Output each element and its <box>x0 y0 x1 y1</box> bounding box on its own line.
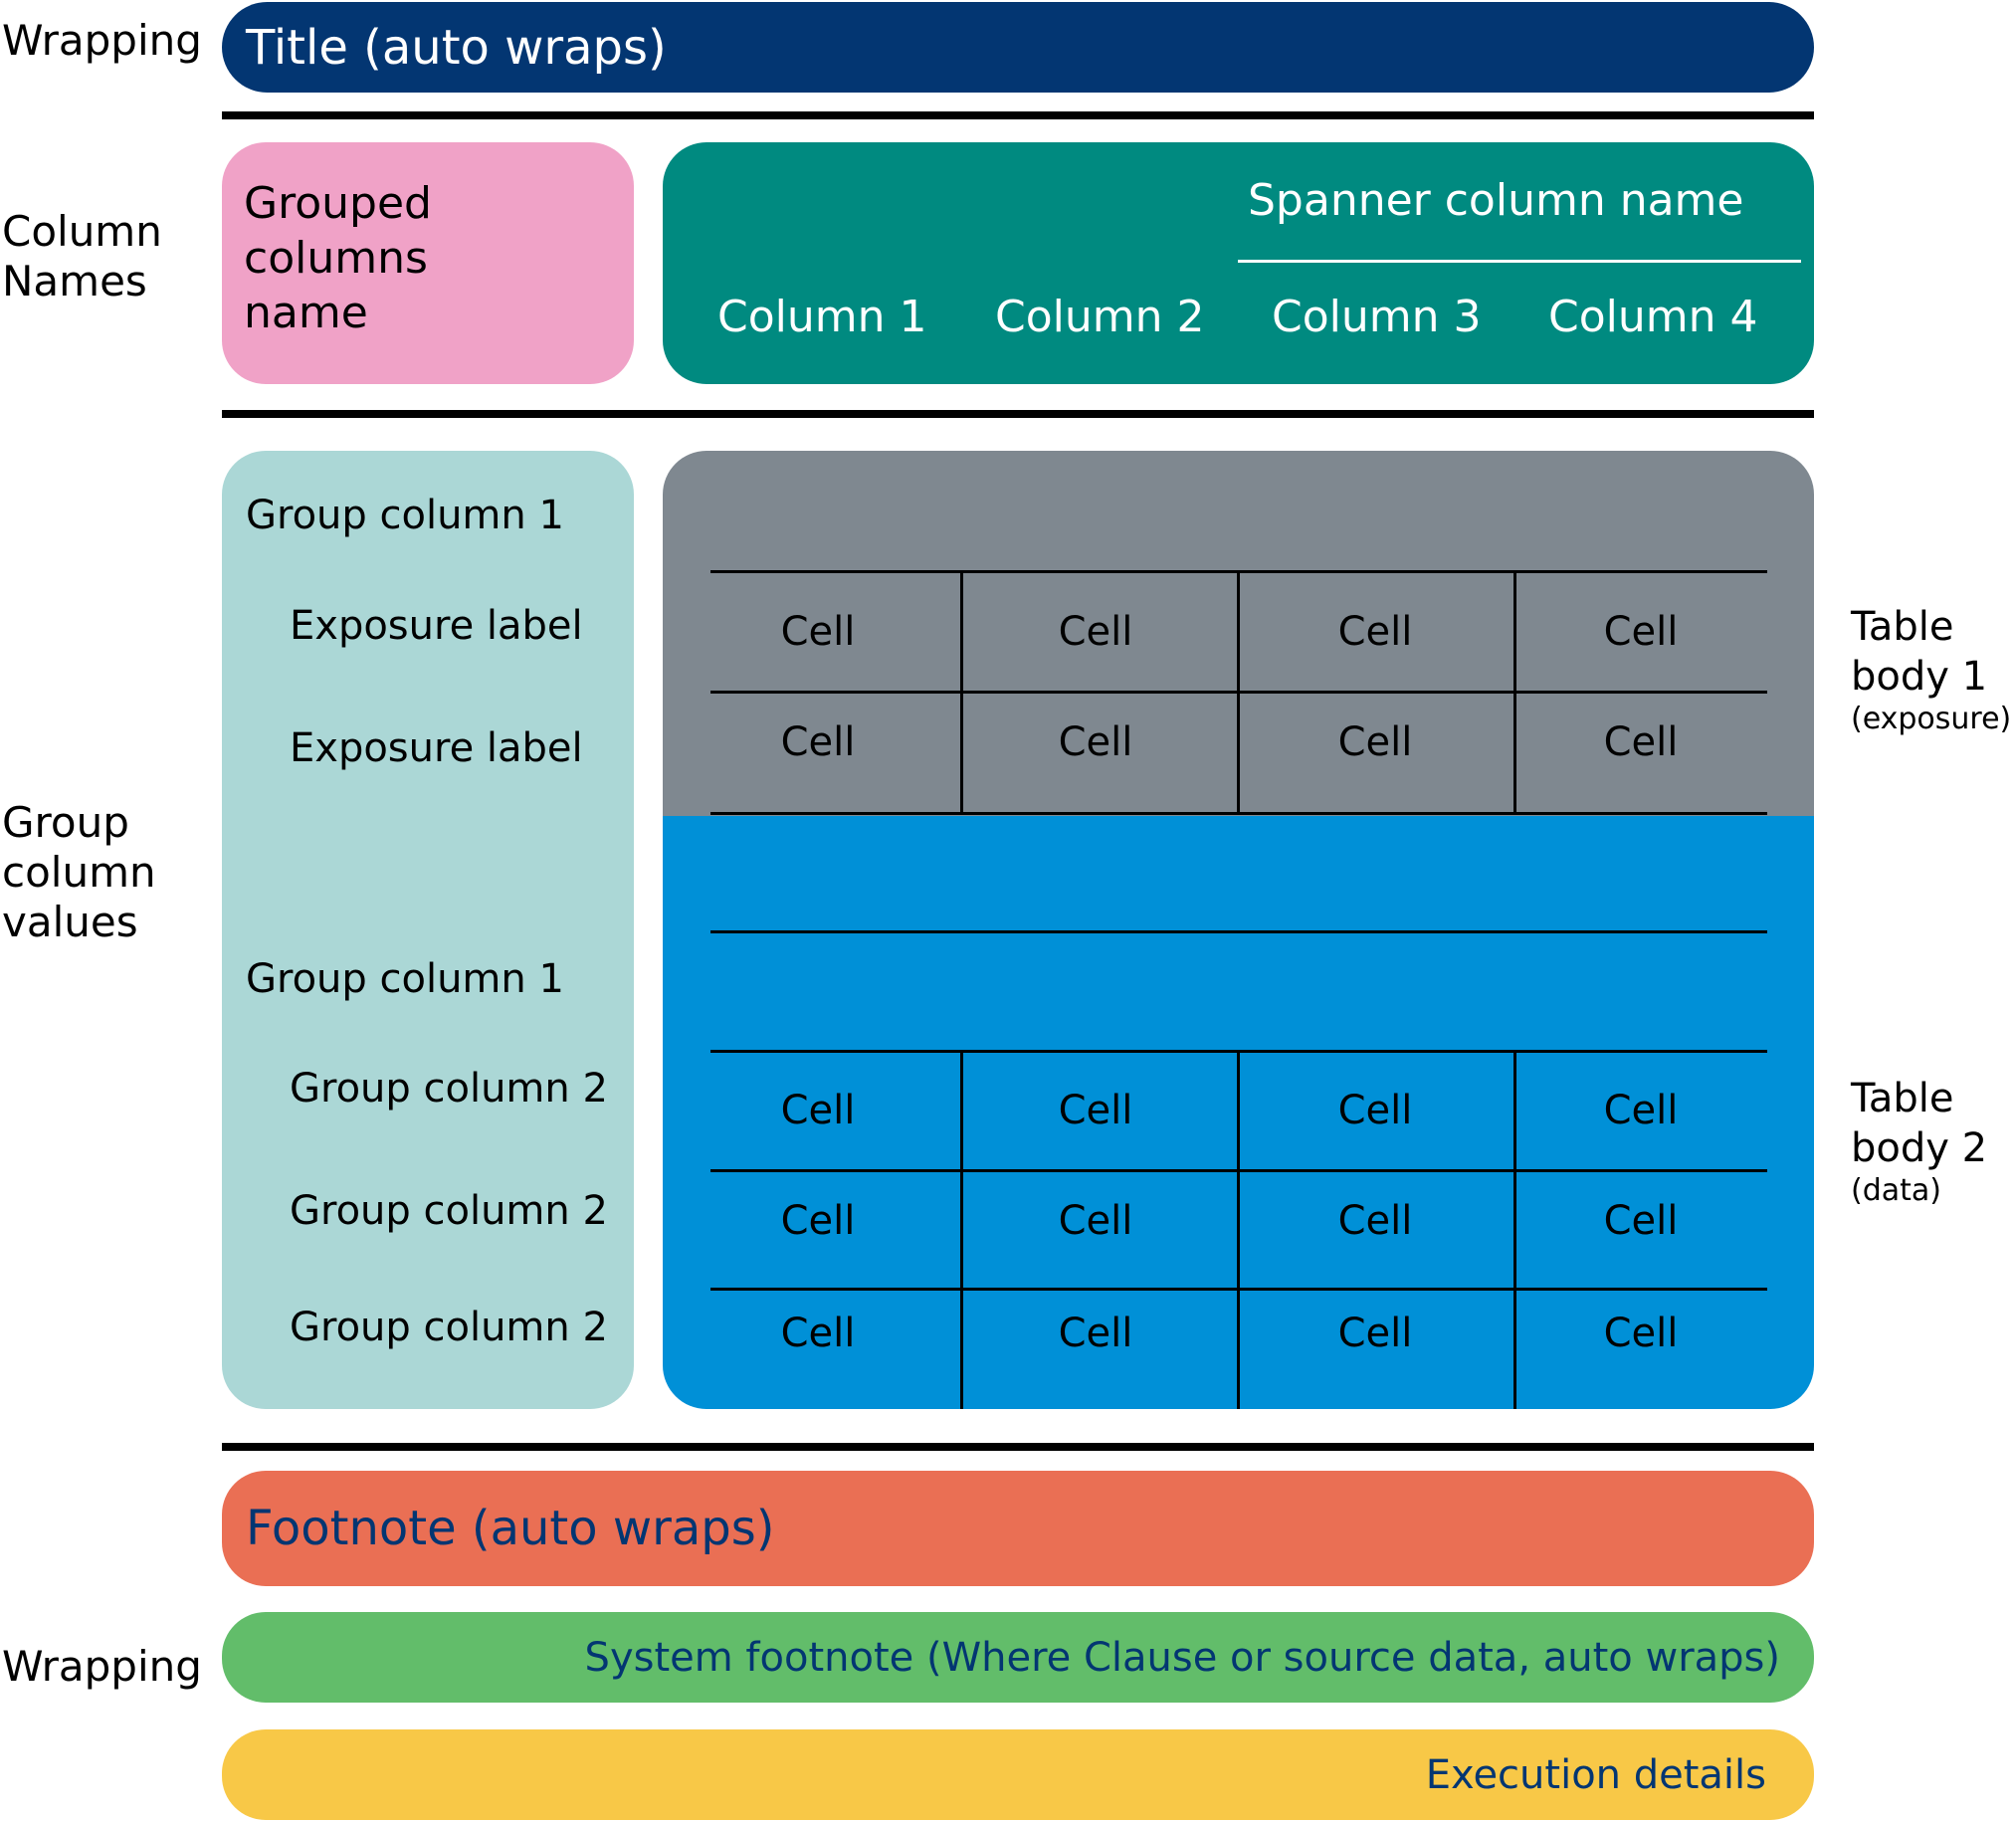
grid-line <box>1237 570 1240 815</box>
title-text: Title (auto wraps) <box>246 19 667 76</box>
title-bar: Title (auto wraps) <box>222 2 1814 93</box>
column-names-box: Spanner column name Column 1 Column 2 Co… <box>663 142 1814 384</box>
side-label-line: Group <box>2 798 129 847</box>
column-header-2: Column 2 <box>995 292 1205 342</box>
spanner-column-name: Spanner column name <box>1248 175 1744 226</box>
footnote-bar: Footnote (auto wraps) <box>222 1471 1814 1586</box>
side-label-line: values <box>2 898 138 946</box>
system-footnote-text: System footnote (Where Clause or source … <box>584 1634 1780 1681</box>
footnote-text: Footnote (auto wraps) <box>246 1501 775 1556</box>
divider-rule <box>222 1443 1814 1451</box>
grouped-columns-line: columns <box>244 233 428 284</box>
table-cell: Cell <box>780 1311 856 1356</box>
system-footnote-bar: System footnote (Where Clause or source … <box>222 1612 1814 1703</box>
grouped-columns-line: Grouped <box>244 178 432 229</box>
table-cell: Cell <box>1058 719 1133 765</box>
table-body-label-sub: (exposure) <box>1851 702 2012 736</box>
table-cell: Cell <box>1337 1088 1413 1133</box>
table-cell: Cell <box>1058 609 1133 655</box>
table-cell: Cell <box>1058 1088 1133 1133</box>
grid-line <box>960 570 963 815</box>
side-label-line: Column <box>2 207 162 256</box>
table-cell: Cell <box>780 609 856 655</box>
table-cell: Cell <box>1603 609 1679 655</box>
table-cell: Cell <box>1603 1088 1679 1133</box>
exposure-label: Exposure label <box>290 725 583 771</box>
table-cell: Cell <box>1337 609 1413 655</box>
table-cell: Cell <box>1058 1198 1133 1244</box>
table-cell: Cell <box>1603 1311 1679 1356</box>
group-column-2-label: Group column 2 <box>290 1305 608 1350</box>
side-label-wrapping-bottom: Wrapping <box>2 1642 202 1691</box>
grid-line <box>1513 1050 1516 1409</box>
table-body-label-line: Table <box>1851 604 1954 650</box>
side-label-group-values: Group column values <box>2 798 156 947</box>
group-column-1-label: Group column 1 <box>246 956 564 1002</box>
table-cell: Cell <box>1337 1198 1413 1244</box>
divider-rule <box>222 111 1814 119</box>
grouped-columns-line: name <box>244 288 368 338</box>
side-label-line: Names <box>2 257 147 305</box>
table-cell: Cell <box>1337 1311 1413 1356</box>
table-body-label-line: Table <box>1851 1076 1954 1121</box>
table-body-2-label: Table body 2 (data) <box>1851 1074 1987 1209</box>
exposure-label: Exposure label <box>290 603 583 649</box>
table-body-label-sub: (data) <box>1851 1173 1941 1208</box>
group-column-2-label: Group column 2 <box>290 1066 608 1112</box>
grouped-columns-name-box: Grouped columns name <box>222 142 634 384</box>
spanner-underline <box>1238 260 1801 263</box>
table-body-label-line: body 1 <box>1851 654 1988 700</box>
table-cell: Cell <box>1337 719 1413 765</box>
table-cell: Cell <box>1603 719 1679 765</box>
side-label-line: column <box>2 848 156 897</box>
group-column-2-label: Group column 2 <box>290 1188 608 1234</box>
divider-rule <box>222 410 1814 418</box>
column-header-4: Column 4 <box>1548 292 1758 342</box>
execution-details-text: Execution details <box>1425 1751 1766 1798</box>
side-label-wrapping-top: Wrapping <box>2 16 202 65</box>
table-body-label-line: body 2 <box>1851 1125 1988 1171</box>
execution-details-bar: Execution details <box>222 1729 1814 1820</box>
grid-line <box>960 1050 963 1409</box>
group-column-1-label: Group column 1 <box>246 493 564 538</box>
grid-line <box>710 930 1767 933</box>
table-body-1-label: Table body 1 (exposure) <box>1851 602 2011 737</box>
table-cell: Cell <box>1603 1198 1679 1244</box>
table-cell: Cell <box>780 1198 856 1244</box>
column-header-3: Column 3 <box>1272 292 1482 342</box>
table-cell: Cell <box>780 719 856 765</box>
grid-line <box>1513 570 1516 815</box>
grid-line <box>1237 1050 1240 1409</box>
table-cell: Cell <box>780 1088 856 1133</box>
column-header-1: Column 1 <box>717 292 927 342</box>
side-label-column-names: Column Names <box>2 207 162 306</box>
group-values-box: Group column 1 Exposure label Exposure l… <box>222 451 634 1409</box>
table-cell: Cell <box>1058 1311 1133 1356</box>
